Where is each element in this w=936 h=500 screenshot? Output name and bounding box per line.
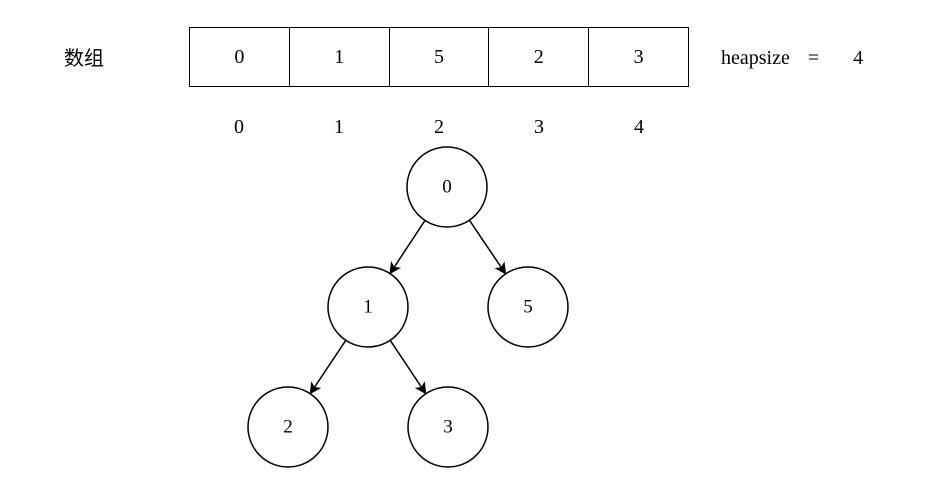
- index-row: 0 1 2 3 4: [189, 114, 689, 140]
- array-row: 0 1 5 2 3: [189, 27, 689, 87]
- array-cell-2: 5: [390, 28, 490, 86]
- tree-node-label: 5: [523, 297, 533, 318]
- tree-node-n2: 5: [487, 266, 569, 348]
- array-cell-0: 0: [190, 28, 290, 86]
- index-label-0: 0: [234, 116, 244, 138]
- tree-node-n0: 0: [406, 146, 488, 228]
- tree-node-circle: [407, 386, 489, 468]
- index-label-1: 1: [334, 116, 344, 138]
- tree-node-circle: [327, 266, 409, 348]
- tree-node-circle: [406, 146, 488, 228]
- tree-node-n4: 3: [407, 386, 489, 468]
- array-label: 数组: [64, 46, 104, 70]
- tree-edge-n0-n1: [389, 219, 426, 275]
- heapsize-readout: heapsize = 4: [721, 44, 863, 72]
- tree-node-n1: 1: [327, 266, 409, 348]
- tree-node-circle: [487, 266, 569, 348]
- tree-node-label: 3: [443, 417, 453, 438]
- tree-edge-n1-n3: [309, 339, 347, 395]
- tree-node-label: 2: [283, 417, 293, 438]
- tree-edge-n0-n2: [468, 219, 507, 275]
- index-label-3: 3: [534, 116, 544, 138]
- tree-node-n3: 2: [247, 386, 329, 468]
- heapsize-equals: =: [807, 47, 820, 69]
- index-label-4: 4: [634, 116, 644, 138]
- array-cell-3: 2: [489, 28, 590, 86]
- index-label-2: 2: [434, 116, 444, 138]
- tree-node-circle: [247, 386, 329, 468]
- tree-node-label: 1: [363, 297, 373, 318]
- heapsize-label: heapsize: [721, 47, 790, 69]
- array-cell-1: 1: [290, 28, 390, 86]
- array-cell-4: 3: [633, 45, 644, 68]
- tree-edge-n1-n4: [389, 339, 427, 395]
- heapsize-value: 4: [853, 47, 864, 69]
- tree-node-label: 0: [442, 177, 452, 198]
